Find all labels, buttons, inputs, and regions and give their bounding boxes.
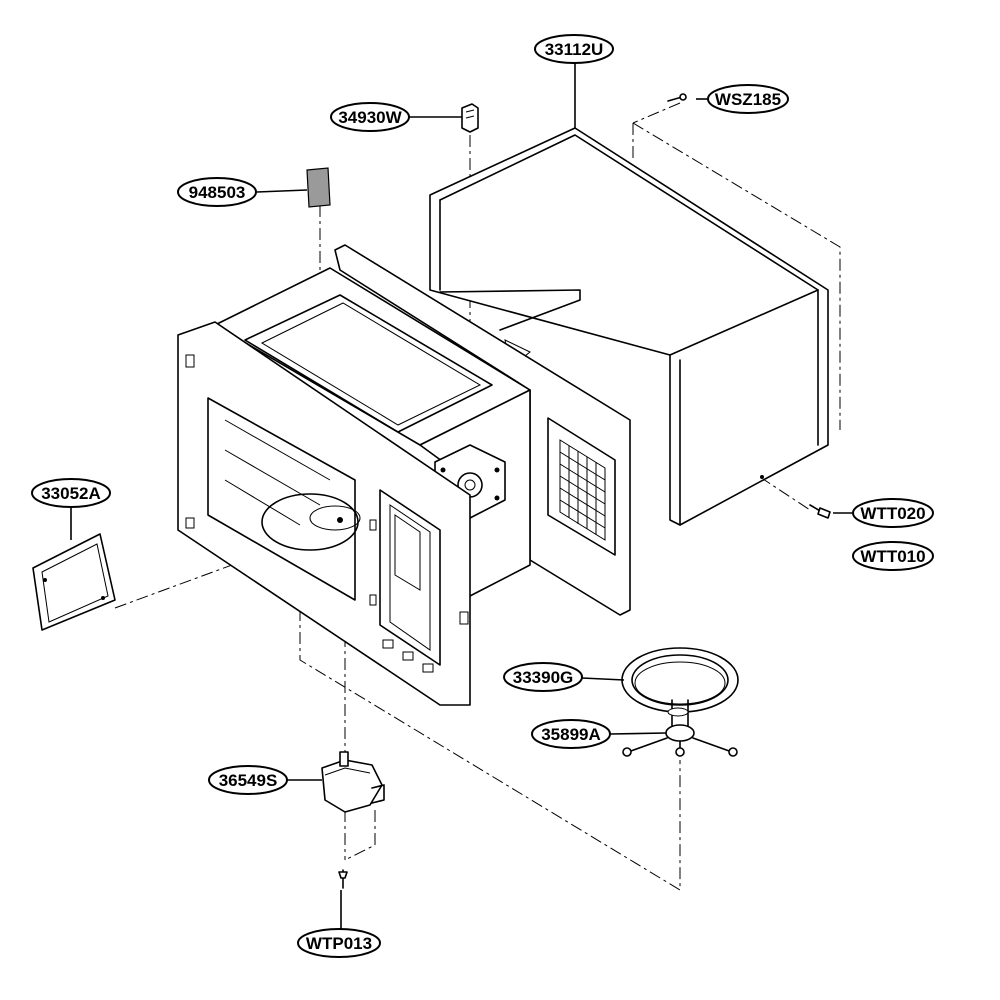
label-cover-plate-text: 948503 xyxy=(189,183,246,202)
outer-cabinet xyxy=(429,127,829,526)
label-screw-top: WSZ185 xyxy=(707,84,789,114)
screw-top xyxy=(667,93,687,102)
label-screw-side-2-text: WTT010 xyxy=(860,547,925,566)
glass-tray-part xyxy=(621,647,739,713)
label-cabinet-text: 33112U xyxy=(545,40,604,59)
switch-part xyxy=(461,103,479,133)
vent-grid xyxy=(559,439,606,541)
label-screw-side-1: WTT020 xyxy=(852,498,934,528)
door-screen-part xyxy=(32,533,116,631)
label-cover-plate: 948503 xyxy=(177,177,257,207)
turntable-motor-part xyxy=(321,751,385,813)
oven-chassis xyxy=(177,244,631,706)
label-screw-top-text: WSZ185 xyxy=(715,90,781,109)
screw-bottom xyxy=(338,869,348,889)
label-screw-bottom-text: WTP013 xyxy=(306,934,372,953)
leader-lines xyxy=(70,63,852,929)
label-switch-text: 34930W xyxy=(338,108,402,127)
label-screw-side-2: WTT010 xyxy=(852,541,934,571)
label-tray: 33390G xyxy=(503,662,583,692)
label-motor: 36549S xyxy=(208,765,288,795)
label-roller: 35899A xyxy=(531,719,611,749)
label-screw-side-1-text: WTT020 xyxy=(860,504,925,523)
cover-plate-part xyxy=(306,167,331,208)
label-screw-bottom: WTP013 xyxy=(297,928,381,958)
label-tray-text: 33390G xyxy=(513,668,574,687)
label-switch: 34930W xyxy=(330,102,410,132)
label-motor-text: 36549S xyxy=(219,771,278,790)
label-roller-text: 35899A xyxy=(541,725,601,744)
screw-side xyxy=(809,504,831,519)
label-door-screen-text: 33052A xyxy=(41,484,101,503)
label-cabinet: 33112U xyxy=(534,34,614,64)
roller-guide-part xyxy=(622,699,738,757)
label-door-screen: 33052A xyxy=(31,478,111,508)
